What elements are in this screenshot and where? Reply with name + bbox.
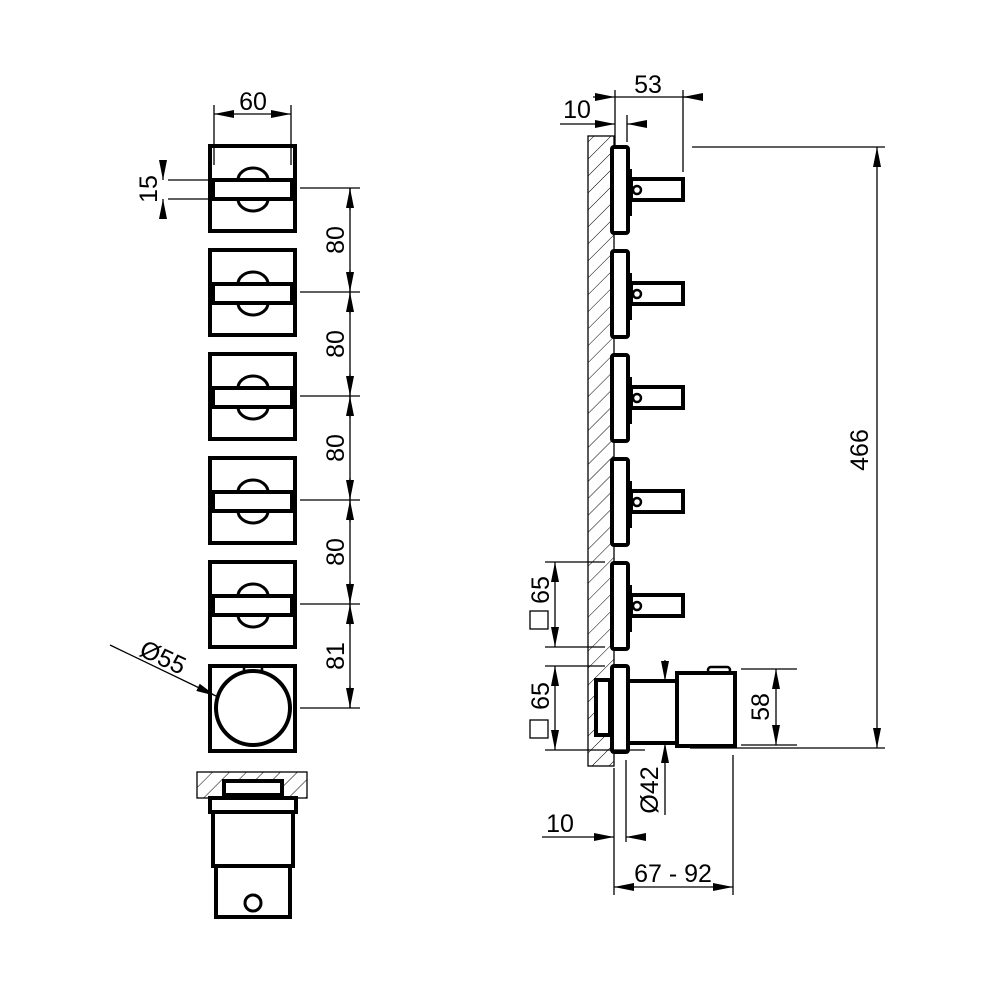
handle-valve-front: [208, 456, 297, 545]
handle-valve-side: [610, 249, 685, 339]
total-height-dim-label: 466: [846, 429, 874, 471]
plate-dim-label-1: 65: [527, 576, 555, 604]
handle-valve-front: [208, 560, 297, 649]
handle-valve-side: [610, 561, 685, 651]
width-dim-label: 60: [239, 88, 267, 116]
stem-diameter-dim-label: Ø42: [636, 766, 664, 813]
handle-valve-front: [208, 352, 297, 441]
handle-valve-front: [208, 144, 297, 233]
spacing-dim-label: 81: [322, 642, 350, 670]
side-dimensions: 53 10 466 58 65 65 Ø42 10 67 - 92: [527, 71, 885, 895]
front-dimensions: 60 15 80 80 80 80 81 Ø55: [109, 88, 360, 709]
spacing-dim-label: 80: [322, 538, 350, 566]
handle-valve-side: [610, 353, 685, 443]
depth-range-dim-label: 67 - 92: [634, 860, 712, 888]
top-view-body: [196, 771, 308, 919]
handle-valve-front: [208, 248, 297, 337]
wall-offset-bottom-dim-label: 10: [546, 810, 574, 838]
knob-diameter-dim-label: Ø55: [135, 635, 190, 680]
plate-dim-label-2: 65: [527, 682, 555, 710]
front-view: [208, 144, 297, 649]
wall-offset-top-dim-label: 10: [563, 96, 591, 124]
side-view: [587, 135, 737, 767]
handle-valve-side: [610, 457, 685, 547]
spacing-dim-label: 80: [322, 330, 350, 358]
spacing-dim-label: 80: [322, 434, 350, 462]
handle-valve-side: [610, 145, 685, 235]
projection-dim-label: 53: [634, 71, 662, 99]
handle-height-dim-label: 15: [135, 175, 163, 203]
front-knob: [208, 664, 297, 753]
body-height-dim-label: 58: [747, 693, 775, 721]
spacing-dim-label: 80: [322, 226, 350, 254]
